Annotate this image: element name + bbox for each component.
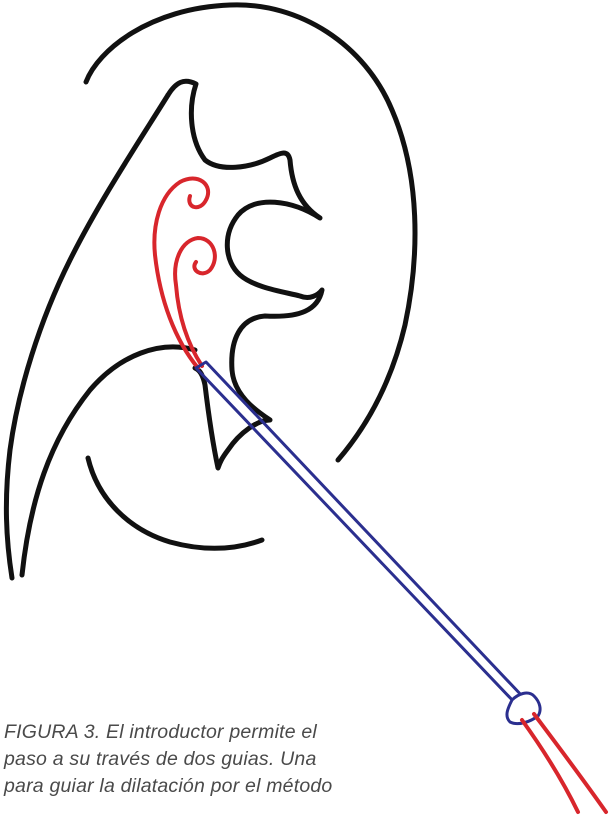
kidney-lower-contour: [6, 95, 168, 578]
caption-line: paso a su través de dos guias. Una: [4, 746, 604, 773]
kidney-outer-contour: [86, 5, 415, 460]
introducer-sheath: [196, 362, 524, 704]
renal-pelvis-calyces: [168, 81, 322, 468]
figure-caption: FIGURA 3. El introductor permite el paso…: [4, 719, 604, 800]
caption-line: FIGURA 3. El introductor permite el: [4, 719, 604, 746]
kidney-lower-pole: [88, 458, 262, 548]
caption-line: para guiar la dilatación por el método: [4, 773, 604, 800]
